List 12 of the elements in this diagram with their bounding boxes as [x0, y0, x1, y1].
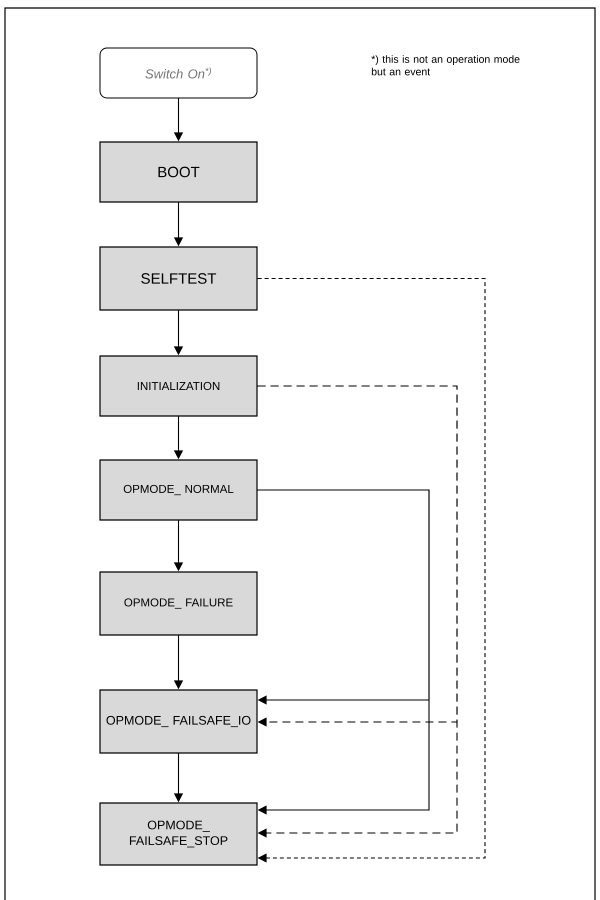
arrow: [258, 385, 458, 838]
state-box: OPMODE_ FAILURE: [99, 571, 258, 636]
state-box: INITIALIZATION: [99, 355, 258, 417]
state-box: OPMODE_ FAILSAFE_IO: [99, 689, 258, 754]
arrow: [258, 489, 430, 815]
state-box: OPMODE_ NORMAL: [99, 459, 258, 521]
event-box: Switch On$^{*)}$: [100, 48, 258, 98]
state-box: BOOT: [99, 141, 258, 203]
arrow: [258, 278, 486, 863]
footnote-text: *) this is not an operation mode but an event: [371, 55, 520, 76]
state-box: OPMODE_ FAILSAFE_STOP: [99, 802, 258, 866]
state-box: SELFTEST: [99, 246, 258, 311]
